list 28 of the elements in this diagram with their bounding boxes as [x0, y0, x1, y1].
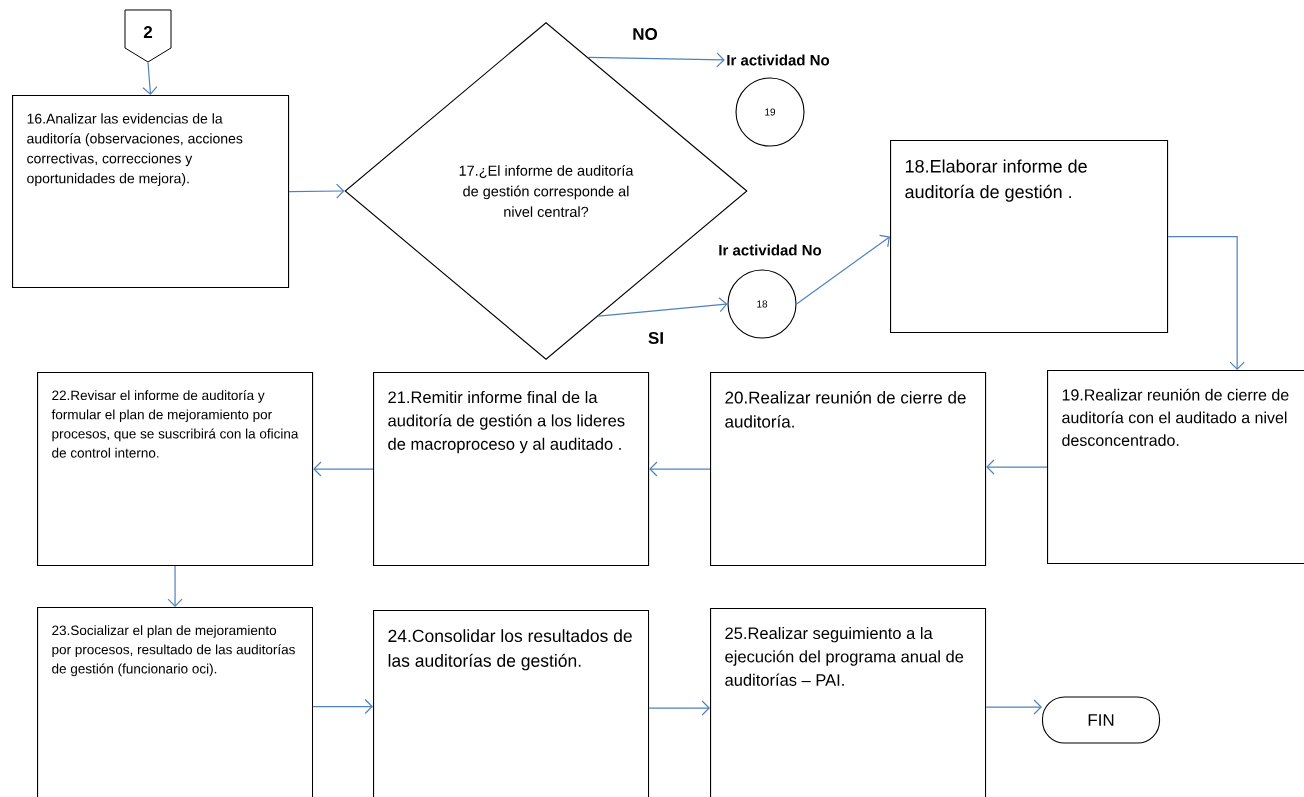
arrow	[312, 698, 373, 715]
node-label: Ir actividad No	[719, 244, 822, 256]
arrow	[142, 61, 158, 95]
process-box: 19.Realizar reunión de cierre de auditoría con el auditado a nivel desconcentrado.	[1047, 370, 1304, 565]
arrow	[795, 234, 890, 305]
terminator: FIN	[1041, 696, 1161, 744]
process-box: 22.Revisar el informe de auditoría y formular el plan de mejoramiento por procesos, que se suscribirá con la oficina de control interno.	[37, 372, 314, 567]
edge-label: SI	[648, 332, 663, 344]
off-page-connector: 2	[124, 9, 172, 63]
arrow	[313, 461, 374, 477]
process-box: 20.Realizar reunión de cierre de auditoría.	[710, 372, 987, 567]
arrow	[167, 565, 183, 607]
arrow	[649, 461, 711, 477]
process-box: 16.Analizar las evidencias de la auditoría (observaciones, acciones correctivas, correcciones y oportunidades de mejora).	[12, 95, 290, 289]
arrow	[597, 297, 728, 317]
process-box: 21.Remitir informe final de la auditoría de gestión a los lideres de macroproceso y al auditado .	[373, 372, 650, 567]
node-label: Ir actividad No	[727, 54, 830, 66]
process-box: 25.Realizar seguimiento a la ejecución del programa anual de auditorías – PAI.	[710, 608, 987, 797]
process-box: 23.Socializar el plan de mejoramiento por procesos, resultado de las auditorías de gestión (funcionario oci).	[37, 607, 314, 797]
arrow	[986, 459, 1048, 475]
edge-label: NO	[633, 28, 658, 40]
arrow	[648, 700, 710, 716]
process-box: 18.Elaborar informe de auditoría de gestión .	[890, 140, 1169, 334]
arrow	[1167, 235, 1245, 370]
process-box: 24.Consolidar los resultados de las auditorías de gestión.	[373, 610, 650, 797]
arrow	[985, 699, 1042, 715]
arrow	[587, 52, 725, 68]
arrow	[288, 183, 345, 199]
